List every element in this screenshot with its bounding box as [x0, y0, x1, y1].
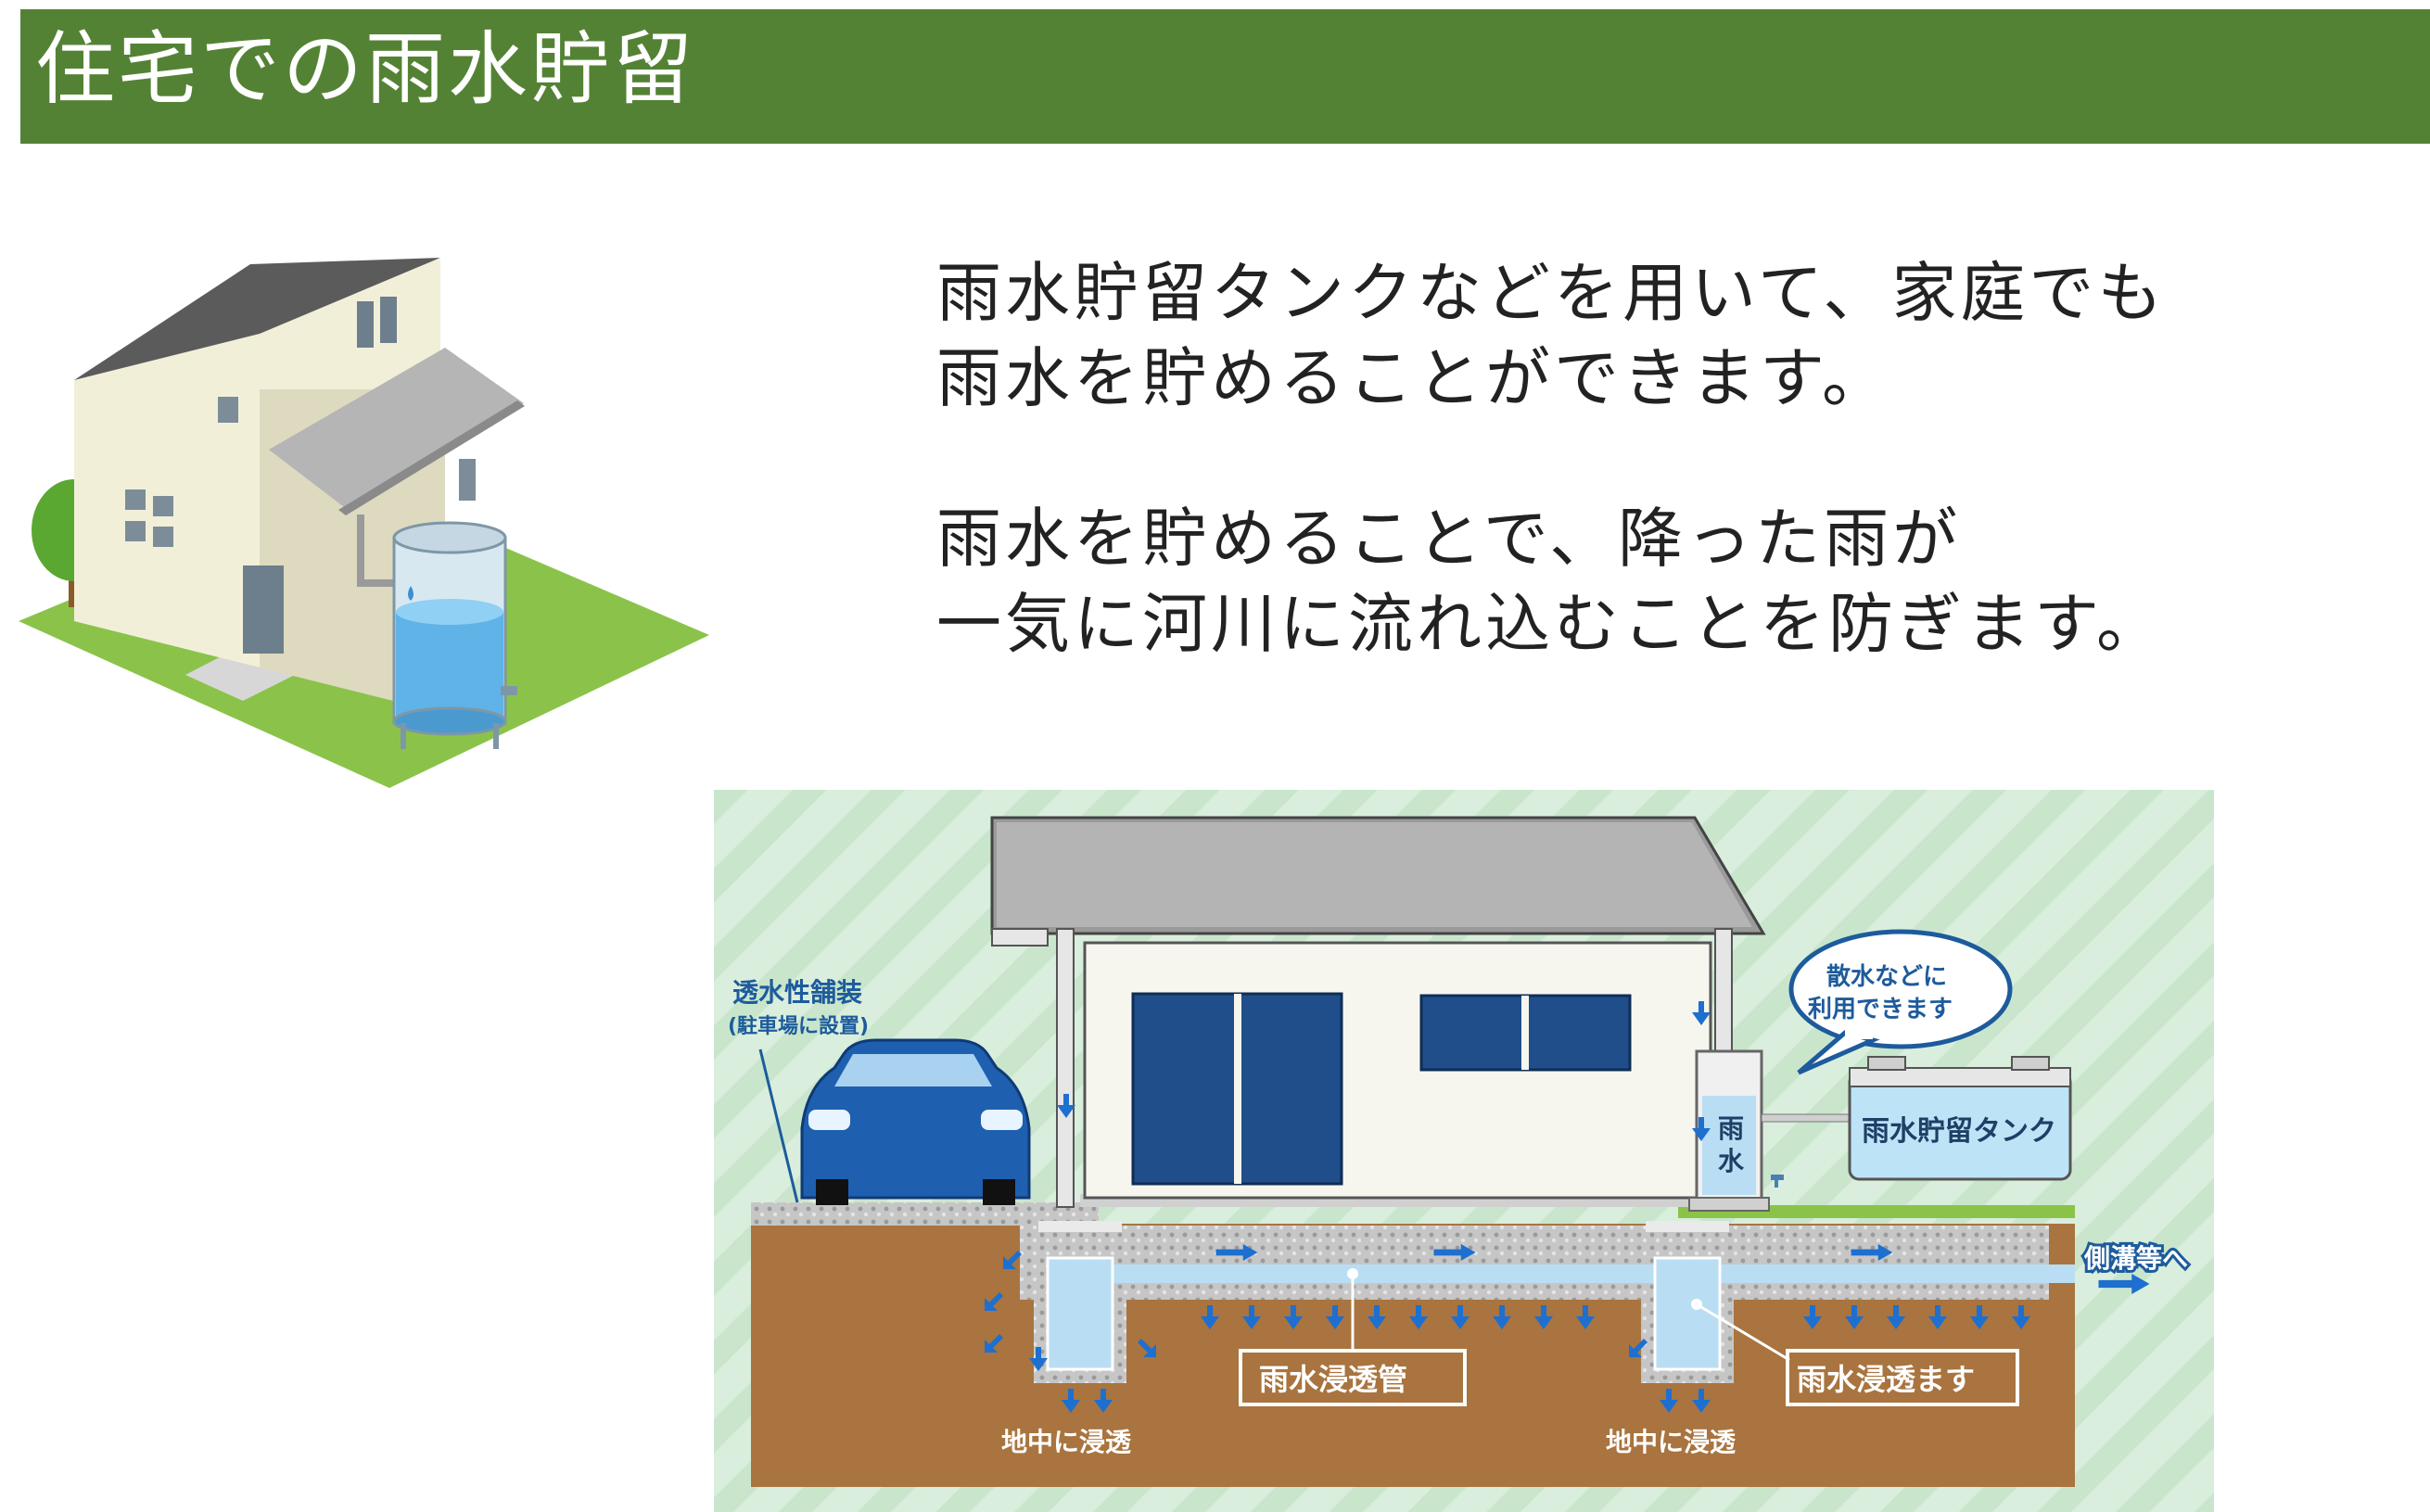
left-basin-lid — [1038, 1221, 1122, 1232]
faucet-icon — [1771, 1175, 1784, 1188]
infiltration-label-left: 地中に浸透 — [1001, 1427, 1132, 1457]
basin-leader-dot — [1691, 1299, 1702, 1310]
window — [125, 521, 146, 541]
storage-tank-top — [1849, 1067, 2071, 1087]
roof-main — [74, 258, 440, 380]
page-title: 住宅での雨水貯留 — [35, 23, 695, 116]
window — [459, 459, 476, 501]
tank-faucet — [501, 686, 517, 695]
rain-tank-base — [1688, 1197, 1770, 1212]
description-line-3: 雨水を貯めることで、降った雨が — [936, 501, 1962, 577]
description-line-2: 雨水を貯めることができます。 — [936, 340, 1890, 416]
infiltration-basin-label: 雨水浸透ます — [1797, 1362, 1975, 1397]
storage-tank-label: 雨水貯留タンク — [1862, 1115, 2056, 1148]
eave-left — [991, 928, 1049, 947]
rain-tank-water — [1702, 1096, 1756, 1195]
downpipe-elbow — [357, 579, 396, 587]
right-basin-lid — [1646, 1221, 1729, 1232]
rain-tank-char-2: 水 — [1718, 1146, 1745, 1176]
downpipe-left — [1056, 928, 1075, 1208]
storage-tank-cap — [2011, 1056, 2050, 1071]
window — [357, 301, 374, 348]
door — [243, 565, 284, 654]
infiltration-label-right: 地中に浸透 — [1606, 1427, 1737, 1457]
sprinkling-bubble-line-2: 利用できます — [1808, 996, 1953, 1023]
permeable-paving-label: 透水性舗装 — [732, 977, 862, 1008]
connector-pipe — [1761, 1113, 1851, 1123]
sprinkling-bubble-line-1: 散水などに — [1826, 963, 1947, 991]
infiltration-pipe-label: 雨水浸透管 — [1259, 1362, 1407, 1397]
tank-water-surface — [396, 599, 503, 625]
tank-leg — [401, 723, 406, 749]
window — [218, 397, 238, 423]
lawn-strip — [1678, 1205, 2075, 1218]
tank-bottom — [392, 706, 507, 736]
tree-trunk — [69, 556, 77, 607]
window — [380, 297, 397, 343]
left-basin-water — [1046, 1256, 1114, 1371]
rain-tank-char-1: 雨 — [1718, 1113, 1744, 1144]
gutter — [338, 400, 525, 515]
house-illustration — [19, 258, 709, 788]
window — [153, 496, 173, 516]
sprinkling-bubble — [1788, 929, 2013, 1049]
description-line-1: 雨水貯留タンクなどを用いて、家庭でも — [936, 255, 2167, 331]
tank-leg — [493, 723, 499, 749]
pipe-leader-dot — [1347, 1268, 1358, 1279]
tank-top — [392, 521, 507, 554]
car — [800, 1038, 1031, 1205]
window — [153, 527, 173, 547]
title-bar — [20, 9, 2430, 144]
infiltration-basin-label-box — [1786, 1349, 2019, 1406]
right-basin-water — [1653, 1256, 1722, 1371]
permeable-paving-note: (駐車場に設置) — [728, 1014, 869, 1038]
storage-tank-cap — [1867, 1056, 1906, 1071]
walkway — [185, 647, 299, 701]
to-ditch-label: 側溝等へ — [2083, 1243, 2188, 1274]
tank-water — [396, 612, 503, 721]
gravel-trench — [1020, 1226, 2049, 1300]
water-drop-icon — [408, 586, 413, 601]
roof-lower — [269, 348, 524, 510]
rainwater-diagram: 雨 水 雨水貯留タンク 散水などに 利用できます 透水性舗装 (駐車場に設置) — [714, 790, 2214, 1512]
bubble-tail-mask — [1845, 1026, 1873, 1039]
window — [125, 489, 146, 510]
description-line-4: 一気に河川に流れ込むことを防ぎます。 — [936, 586, 2165, 662]
downpipe — [357, 515, 364, 584]
paving-leader-line — [758, 1048, 799, 1203]
basin-leader-line — [1696, 1302, 1790, 1362]
house-roof-shade — [997, 822, 1752, 927]
infiltration-pipe — [1052, 1264, 2075, 1283]
